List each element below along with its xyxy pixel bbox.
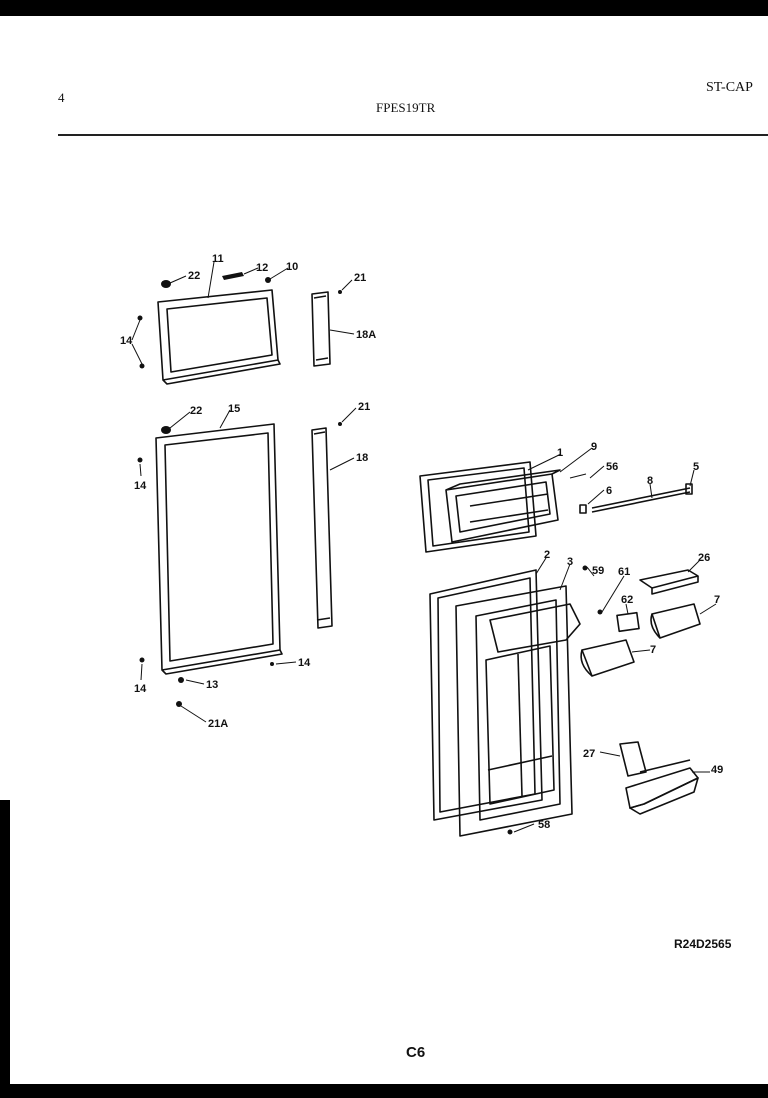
callout-14: 14 (298, 657, 311, 669)
callout-18A: 18A (356, 329, 376, 341)
page-code: C6 (406, 1044, 426, 1061)
callout-61: 61 (618, 566, 630, 578)
egg-container-lower (580, 639, 635, 677)
callout-5: 5 (693, 461, 699, 473)
callout-2: 2 (544, 549, 550, 561)
callout-14: 14 (134, 683, 147, 695)
scan-border-left (0, 800, 10, 1084)
callout-11: 11 (212, 253, 224, 265)
freezer-door-panel (419, 461, 537, 553)
freezer-door-trim (311, 291, 331, 367)
callout-10: 10 (286, 261, 298, 273)
fresh-food-gasket (155, 423, 283, 675)
model-number: FPES19TR (376, 100, 436, 115)
scan-border-top (0, 0, 768, 16)
door-liner (455, 585, 581, 837)
hardware-pieces (137, 272, 603, 835)
callout-56: 56 (606, 461, 618, 473)
header-rule (58, 134, 768, 136)
callout-21A: 21A (208, 718, 228, 730)
callout-62: 62 (621, 594, 633, 606)
callout-21: 21 (358, 401, 370, 413)
fresh-food-door-panel (429, 569, 543, 821)
page-number: 4 (58, 90, 65, 105)
callout-18: 18 (356, 452, 368, 464)
egg-container-upper (650, 603, 701, 639)
shelf-retainer (619, 741, 647, 777)
callout-9: 9 (591, 441, 597, 453)
callout-21: 21 (354, 272, 366, 284)
callout-59: 59 (592, 565, 604, 577)
callout-1: 1 (557, 447, 563, 459)
scan-border-bottom (0, 1084, 768, 1098)
shelf-rod (579, 483, 693, 514)
callout-8: 8 (647, 475, 653, 487)
freezer-door-shelf (445, 469, 561, 543)
callout-22: 22 (188, 270, 200, 282)
callout-6: 6 (606, 485, 612, 497)
fresh-food-door-trim (311, 427, 333, 629)
section-code: ST-CAP (706, 80, 753, 95)
callout-7: 7 (714, 594, 720, 606)
freezer-gasket (157, 289, 281, 385)
callout-14: 14 (134, 480, 147, 492)
callout-14: 14 (120, 335, 133, 347)
butter-compartment-door (639, 569, 699, 595)
callout-13: 13 (206, 679, 218, 691)
leader-lines (131, 261, 717, 833)
callout-26: 26 (698, 552, 710, 564)
callout-15: 15 (228, 403, 240, 415)
callout-58: 58 (538, 819, 550, 831)
callout-27: 27 (583, 748, 595, 760)
callout-7: 7 (650, 644, 656, 656)
callout-49: 49 (711, 764, 723, 776)
drawing-reference: R24D2565 (674, 937, 732, 951)
dairy-bin (625, 759, 699, 815)
bracket (616, 611, 640, 633)
callout-12: 12 (256, 262, 268, 274)
callout-22: 22 (190, 405, 202, 417)
callout-3: 3 (567, 556, 573, 568)
